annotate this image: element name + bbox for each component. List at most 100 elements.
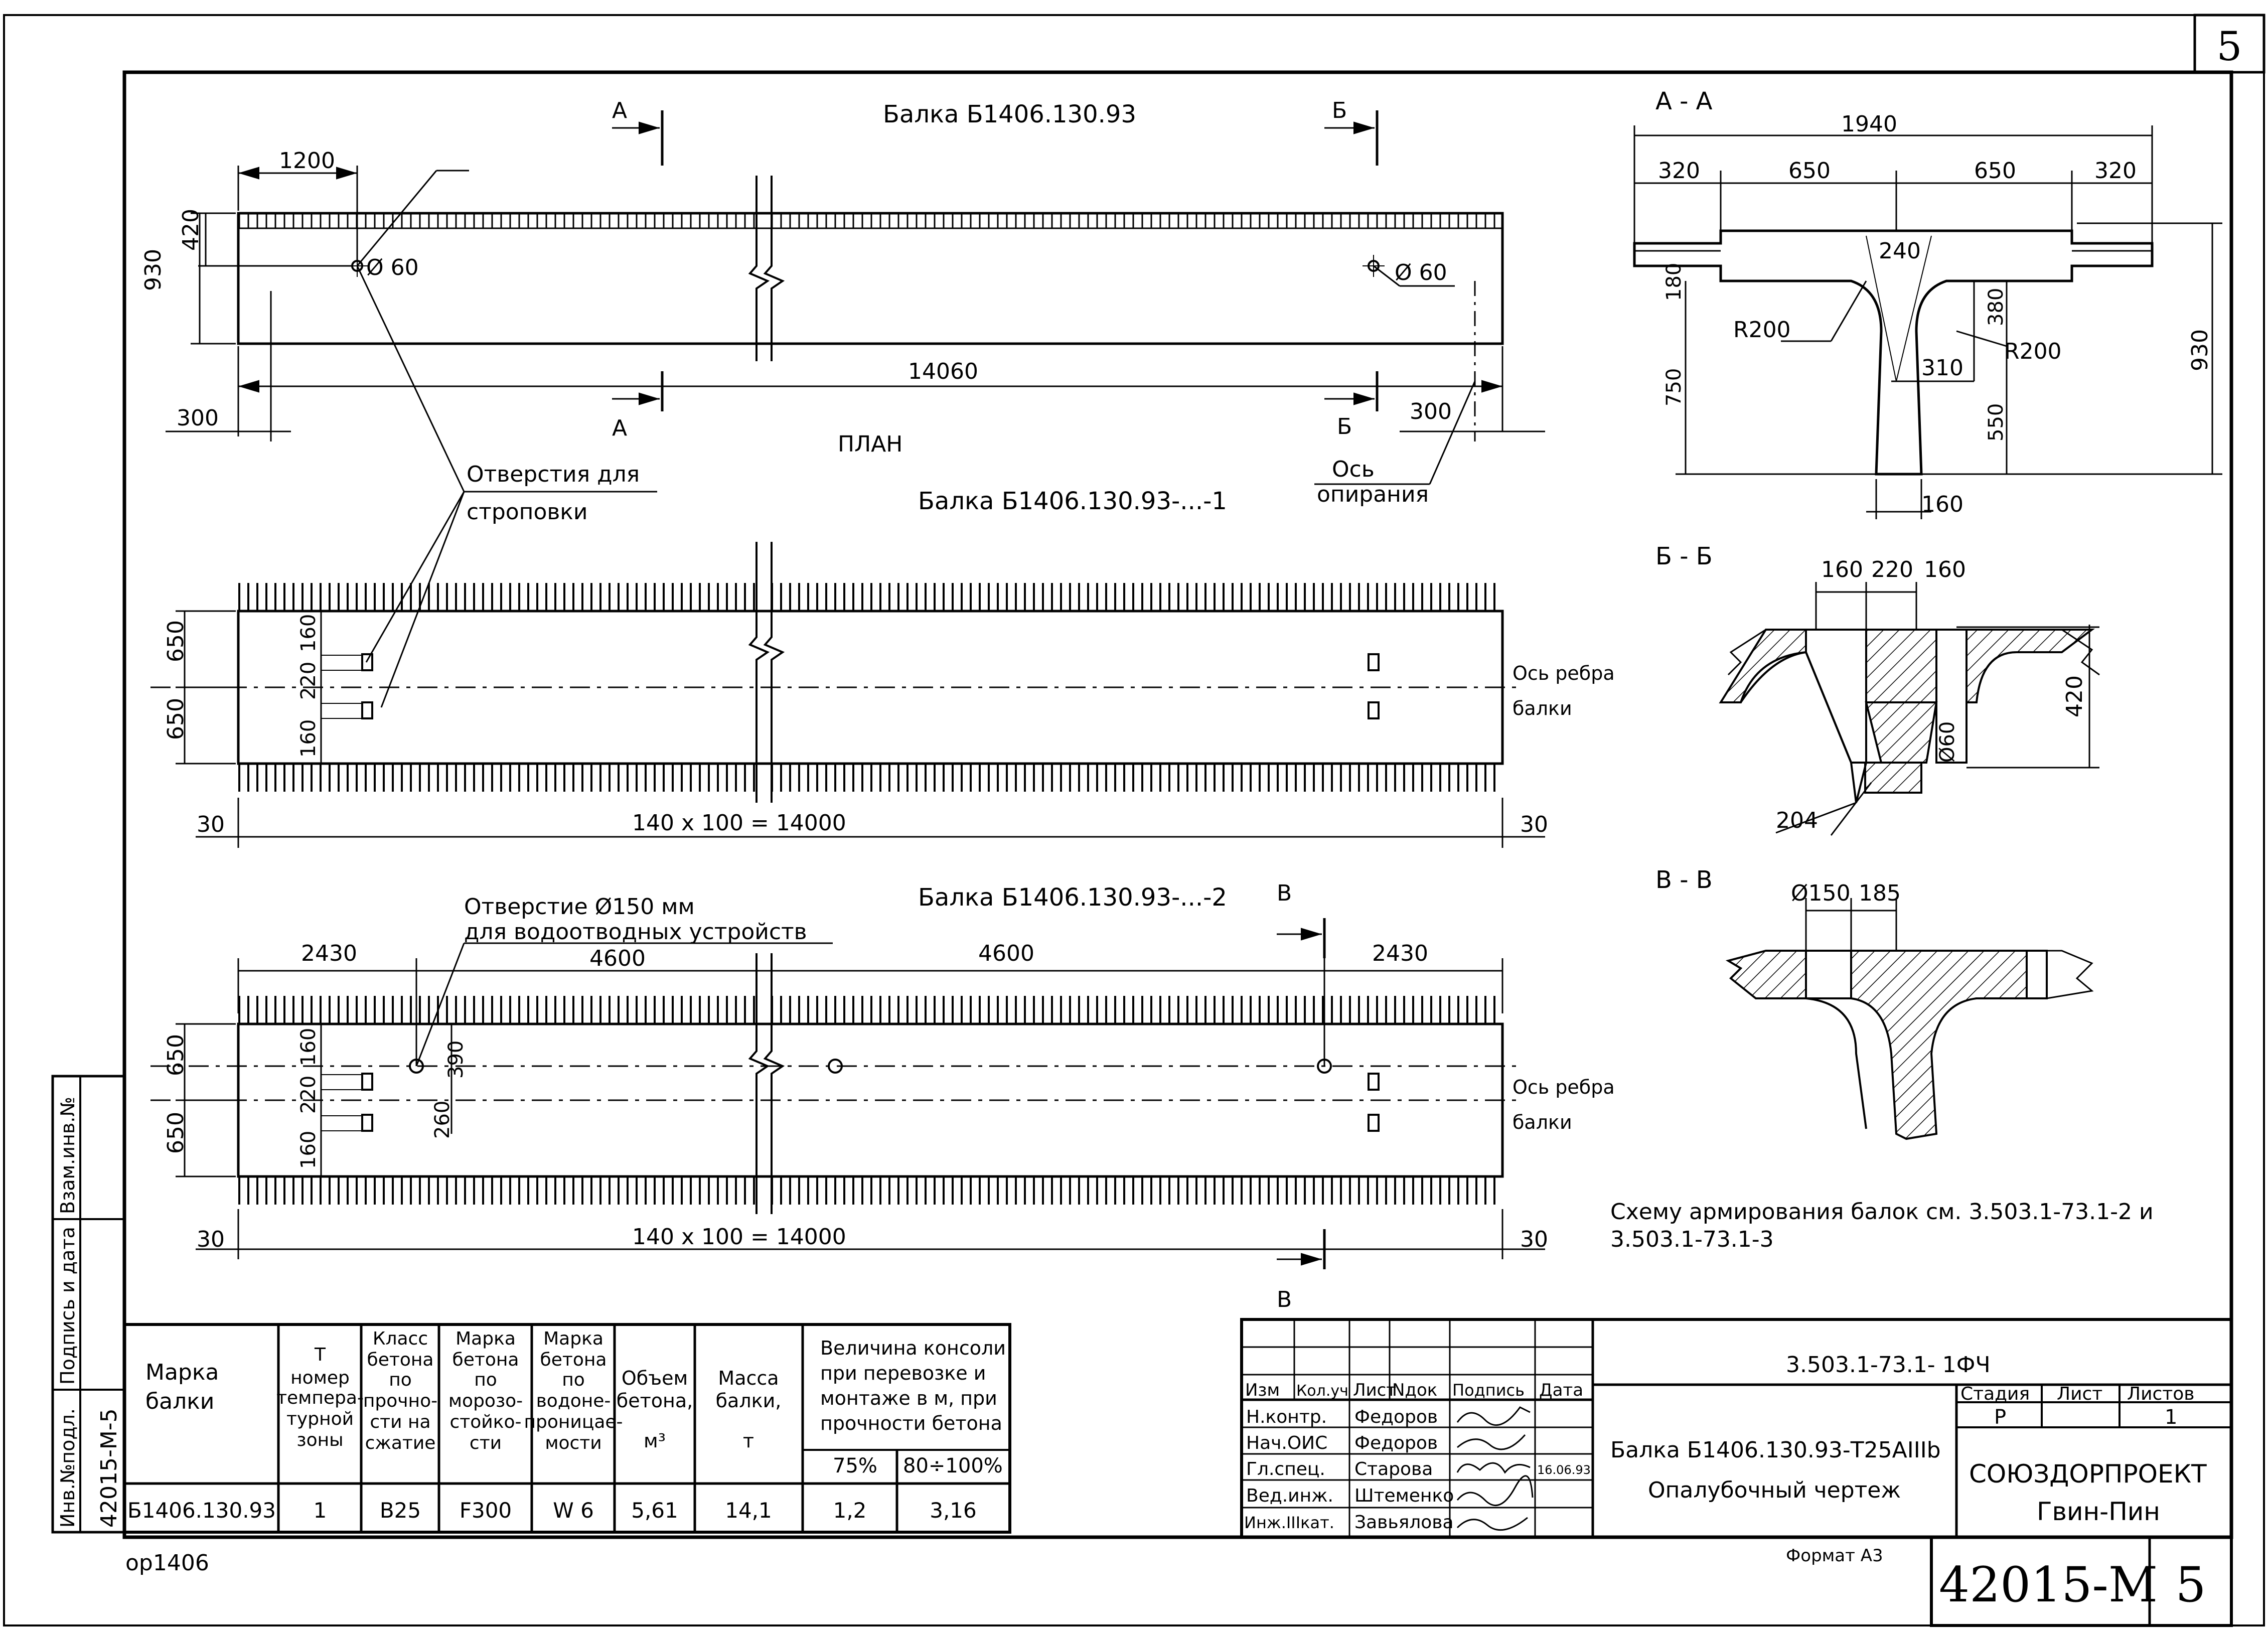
rib-axis-label-1: Ось ребра [1513,662,1615,684]
section-vv-drawing [1725,898,2094,1140]
tb-name-1: Федоров [1354,1407,1438,1427]
drain-label-2: для водоотводных устройств [464,919,807,945]
spec-h-t-1: Т [314,1345,326,1365]
spec-h-t-4: турной [286,1409,354,1429]
spec-header-water: Марка бетона по водоне- проницае- мости [524,1328,623,1453]
dim-650-a: 650 [163,620,189,662]
dim-30-right-1: 30 [1520,812,1548,837]
spec-h-v-2: бетона, [617,1390,693,1412]
dim-2430-left: 2430 [301,941,357,966]
tb-name-5: Завьялова [1354,1512,1454,1533]
spec-cell-strength: B25 [380,1498,421,1523]
tb-head-koluch: Кол.уч [1296,1382,1348,1400]
frame [3,14,2265,1626]
section-b-top: Б [1332,98,1347,123]
dims-top-beam [166,110,1545,441]
section-b-bottom: Б [1337,414,1352,439]
side-inv-podl-value: 42015-М-5 [96,1408,122,1528]
beam-mid-title: Балка Б1406.130.93-...-1 [918,487,1227,515]
tb-org-line-2: Гвин-Пин [2037,1497,2160,1526]
dim-220-c: 220 [297,1076,320,1114]
spec-table [123,1323,1011,1534]
spec-h-f-3: по [474,1370,497,1390]
spec-h-f-1: Марка [456,1328,516,1349]
tb-name-4: Штеменко [1354,1486,1454,1506]
side-sign-date-label: Подпись и дата [57,1227,79,1385]
tb-sheets-value: 1 [2165,1406,2177,1429]
spec-h-m-3: т [743,1430,754,1452]
dim-650-c: 650 [163,1034,189,1076]
spec-h-t-2: номер [290,1368,350,1388]
spec-header-volume: Объем бетона, м³ [617,1367,693,1452]
rib-axis-label-2: балки [1513,697,1572,719]
spec-cell-c80: 3,16 [930,1498,977,1523]
spec-h-t-5: зоны [296,1430,343,1450]
spec-h-w-6: мости [545,1433,601,1453]
dim-1200: 1200 [279,148,335,174]
aa-dim-930: 930 [2187,329,2213,371]
spec-cell-mark: Б1406.130.93 [127,1498,276,1523]
plan-label: ПЛАН [838,431,902,457]
aa-dim-320-right: 320 [2094,158,2137,184]
spec-h-f-2: бетона [452,1350,519,1370]
spec-h-w-1: Марка [543,1328,603,1349]
tb-name-2: Федоров [1354,1433,1438,1453]
aa-dim-1940: 1940 [1841,111,1897,137]
spec-header-console: Величина консоли при перевозке и монтаже… [820,1337,1006,1477]
lifting-holes-label-1: Отверстия для [467,462,640,487]
section-bb-title: Б - Б [1655,542,1713,570]
aa-r200-right: R200 [2004,339,2062,364]
spec-h-w-4: водоне- [536,1391,611,1411]
section-bb-drawing [1719,582,2100,836]
note-line-1: Схему армирования балок см. 3.503.1-73.1… [1610,1199,2154,1225]
tb-org-line-1: СОЮЗДОРПРОЕКТ [1969,1459,2207,1489]
dim-2430-right: 2430 [1372,941,1428,966]
spec-cell-t: 1 [314,1498,327,1523]
dim-4600-left: 4600 [589,946,646,971]
dim-160-c: 160 [297,1028,320,1066]
dim-30-right-2: 30 [1520,1227,1548,1252]
aa-dim-180: 180 [1662,263,1686,301]
tb-sheet-label: Лист [2057,1384,2102,1404]
dim-160-d: 160 [297,1131,320,1169]
aa-r200-left: R200 [1733,317,1791,343]
spec-header-mass: Масса балки, т [716,1367,782,1452]
drain-label-1: Отверстие Ø150 мм [464,894,695,920]
bb-dim-204: 204 [1776,808,1818,833]
spec-h-t-3: темпера- [276,1388,364,1408]
tb-head-izm: Изм [1245,1380,1280,1400]
support-axis-label-1: Ось [1332,457,1375,482]
beam-top-title: Балка Б1406.130.93 [883,100,1136,128]
rib-axis-label-3: Ось ребра [1513,1076,1615,1098]
spec-h-p80: 80÷100% [903,1454,1003,1477]
spec-h-f-6: сти [470,1433,502,1453]
spec-h-m-2: балки, [716,1390,782,1412]
spec-cell-volume: 5,61 [631,1498,678,1523]
spec-header-t: Т номер темпера- турной зоны [276,1345,364,1450]
corner-sheet-number: 5 [2217,23,2242,70]
tb-archive-number: 42015-М [1939,1557,2158,1613]
tb-head-data: Дата [1539,1380,1583,1400]
spec-h-w-2: бетона [540,1350,607,1370]
spec-h-w-3: по [562,1370,585,1390]
dim-300-right: 300 [1410,399,1452,424]
tb-role-4: Вед.инж. [1246,1486,1333,1506]
spec-h-s-6: сжатие [365,1433,436,1453]
dim-260: 260 [431,1101,454,1139]
spec-h-s-2: бетона [367,1350,434,1370]
section-v-top: В [1277,880,1292,906]
spec-h-w-5: проницае- [524,1412,623,1432]
section-vv-title: В - В [1655,866,1713,894]
section-a-bottom: А [612,415,627,441]
tb-name-3: Старова [1354,1459,1433,1479]
signatures [1456,1406,1534,1531]
dim-4600-right: 4600 [978,941,1034,966]
aa-dim-650-right: 650 [1974,158,2016,184]
dim-220-a: 220 [297,662,320,700]
spec-header-frost: Марка бетона по морозо- стойко- сти [448,1328,523,1453]
beam-bot-view [150,918,1545,1269]
beam-mid-view [150,542,1545,848]
vv-dim-185: 185 [1859,880,1901,906]
spec-h-m-1: Масса [718,1367,779,1389]
